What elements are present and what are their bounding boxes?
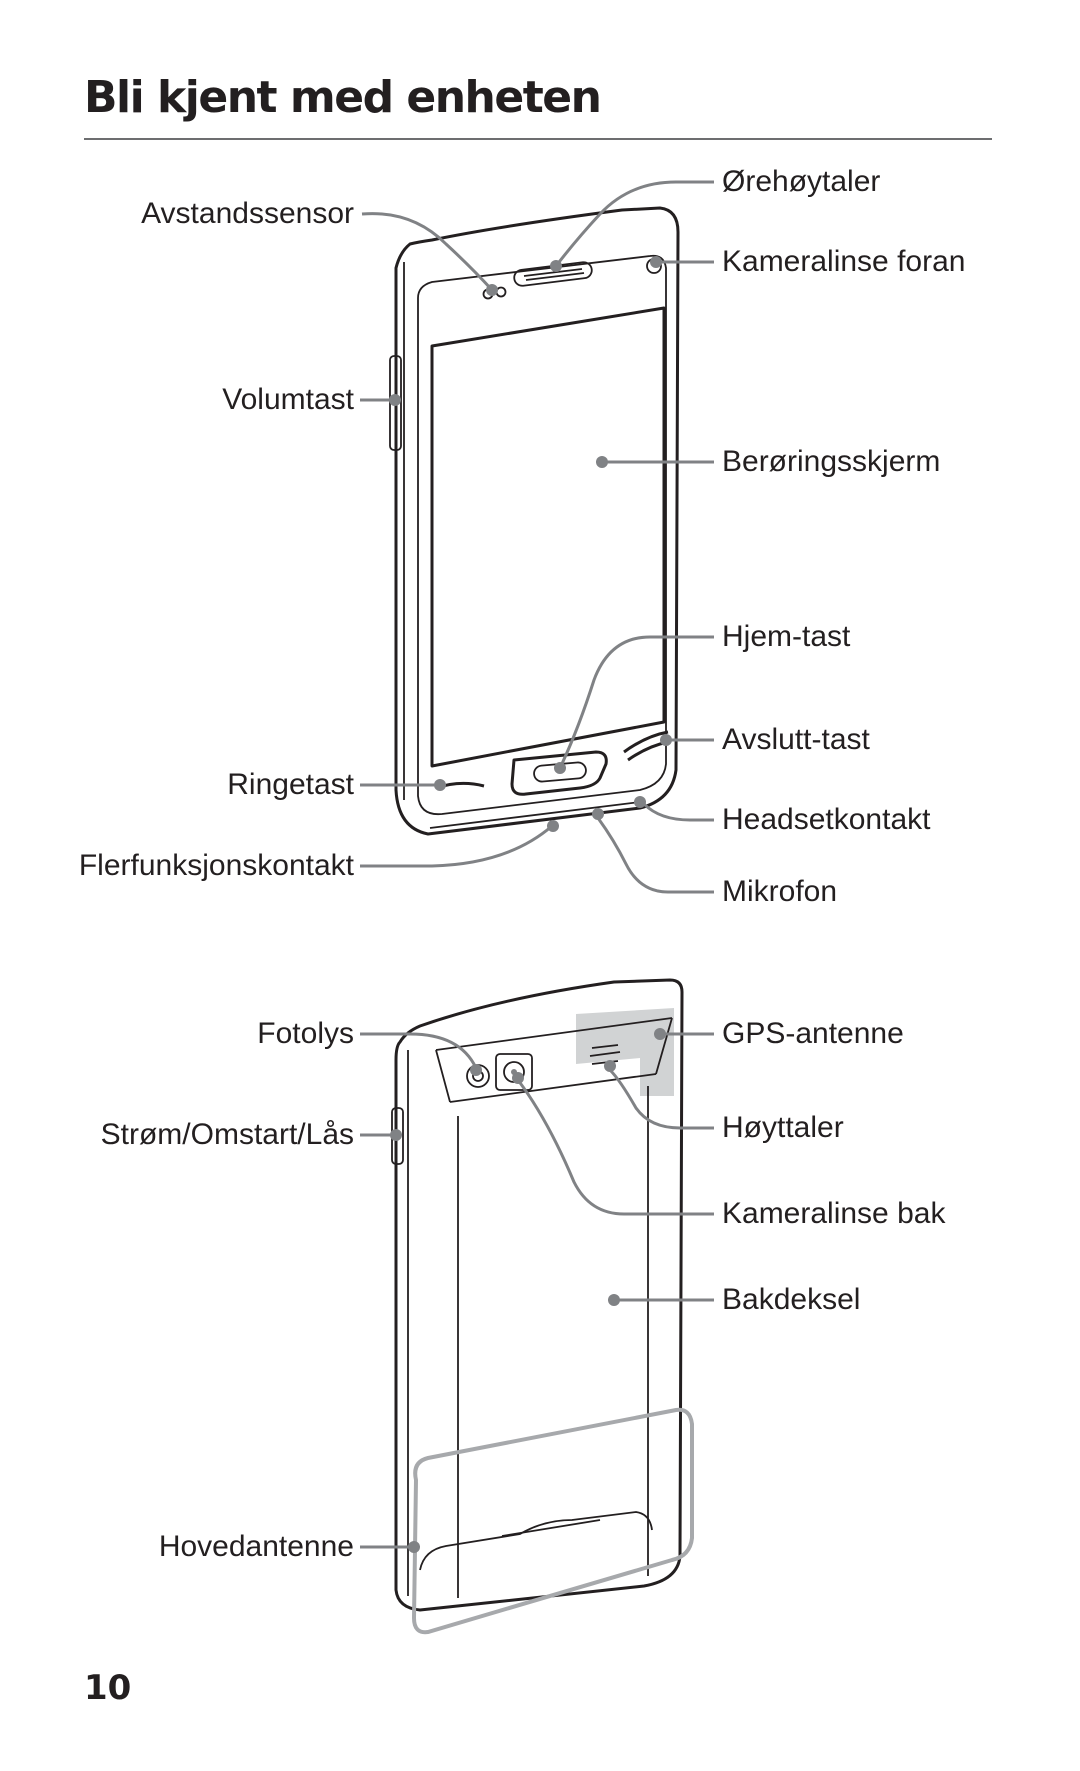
label-volume-key: Volumtast <box>222 383 354 416</box>
label-back-cover: Bakdeksel <box>722 1283 861 1316</box>
label-flash: Fotolys <box>257 1017 354 1050</box>
label-front-camera: Kameralinse foran <box>722 245 966 278</box>
label-multifunction-jack: Flerfunksjonskontakt <box>78 849 354 882</box>
page-title: Bli kjent med enheten <box>84 72 602 123</box>
label-speaker: Høyttaler <box>722 1111 844 1144</box>
label-gps-antenna: GPS-antenne <box>722 1017 904 1050</box>
label-headset-jack: Headsetkontakt <box>722 803 931 836</box>
page-number: 10 <box>84 1668 132 1708</box>
label-proximity-sensor: Avstandssensor <box>141 197 354 230</box>
label-microphone: Mikrofon <box>722 875 838 908</box>
label-end-key: Avslutt-tast <box>722 723 870 756</box>
label-rear-camera: Kameralinse bak <box>722 1197 946 1230</box>
phone-front-icon <box>389 206 680 836</box>
label-home-key: Hjem-tast <box>722 620 851 653</box>
label-earpiece: Ørehøytaler <box>722 165 881 198</box>
label-touchscreen: Berøringsskjerm <box>722 445 941 478</box>
label-main-antenna: Hovedantenne <box>158 1530 354 1563</box>
label-call-key: Ringetast <box>227 768 354 801</box>
title-divider <box>84 138 992 140</box>
label-power-key: Strøm/Omstart/Lås <box>100 1118 354 1151</box>
phone-back-icon <box>391 978 684 1612</box>
